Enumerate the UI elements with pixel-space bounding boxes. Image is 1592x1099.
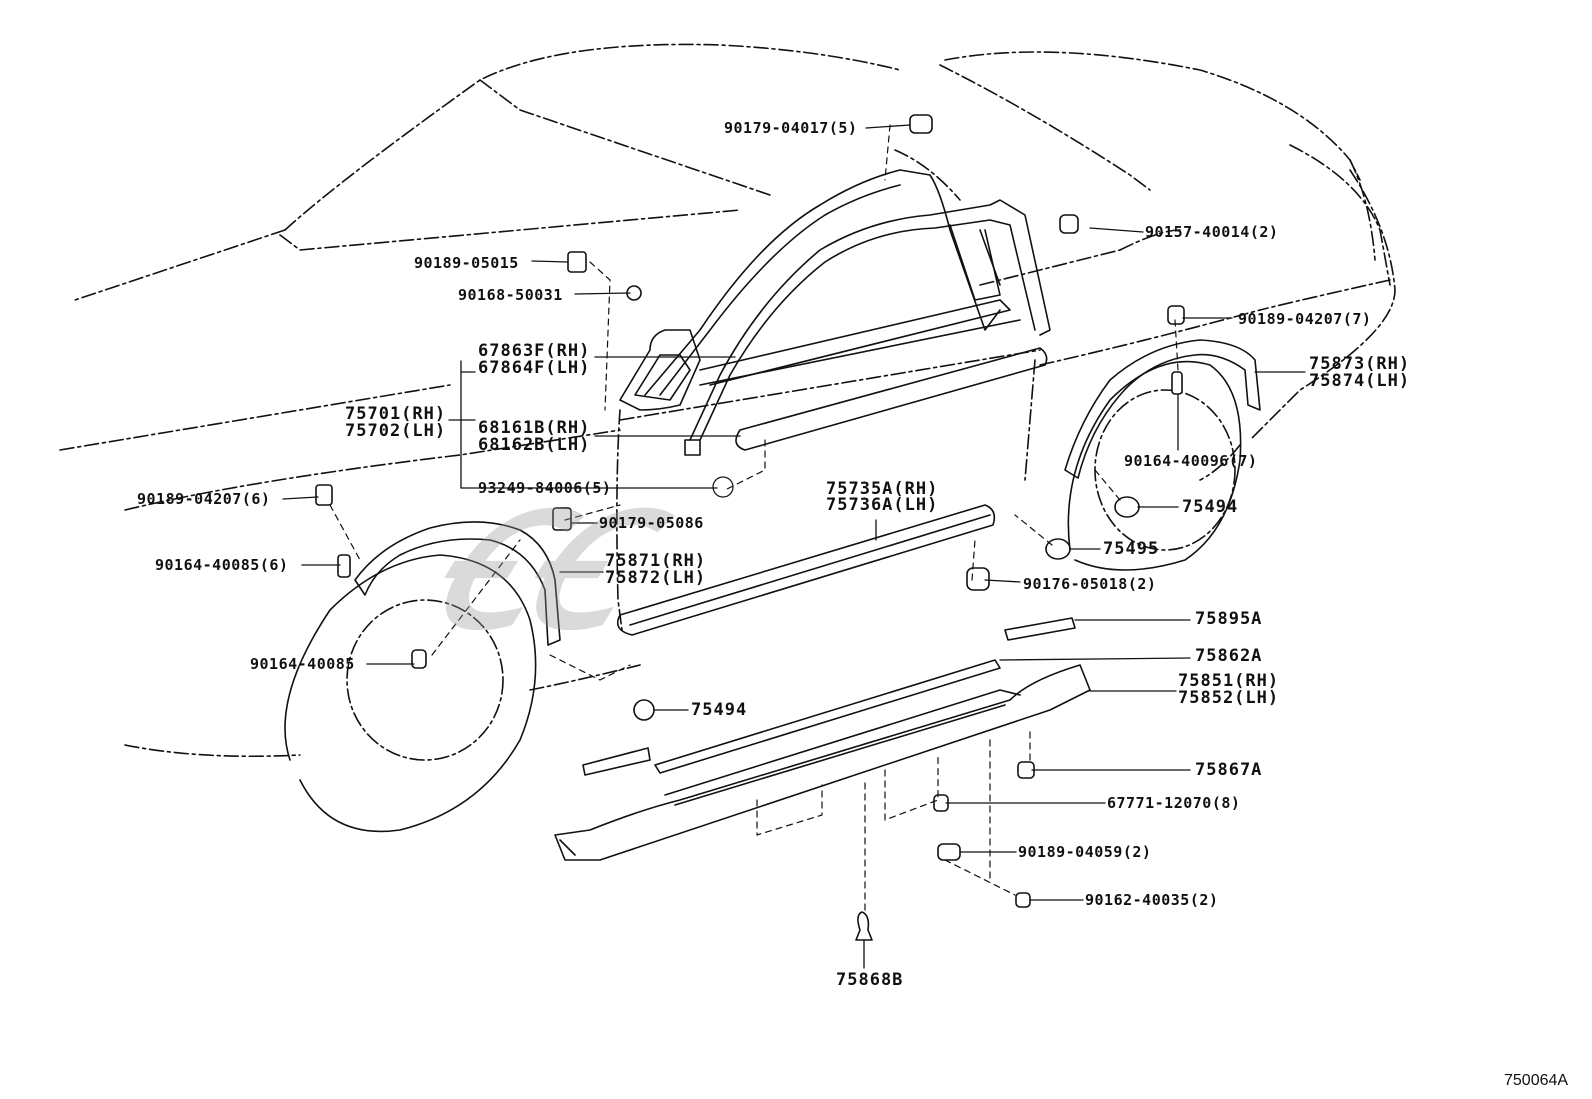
drawing-number: 750064A	[1504, 1072, 1569, 1089]
front-wheel	[284, 554, 537, 833]
part-label[interactable]: 75852(LH)	[1178, 688, 1280, 708]
part-label[interactable]: 93249-84006(5)	[478, 479, 612, 497]
part-label[interactable]: 90164-40085	[250, 655, 355, 673]
part-label[interactable]: 75868B	[836, 970, 904, 990]
dashed-guides	[329, 124, 1179, 911]
part-label[interactable]: 75872(LH)	[605, 568, 707, 588]
rocker-panel	[554, 664, 1091, 861]
part-label[interactable]: 90176-05018(2)	[1023, 575, 1157, 593]
part-label[interactable]: 90179-05086	[599, 514, 704, 532]
part-label[interactable]: 75874(LH)	[1309, 371, 1411, 391]
part-label[interactable]: 75851(RH)	[1178, 671, 1280, 691]
part-label[interactable]: 75494	[691, 700, 748, 720]
belt-moulding	[684, 347, 1048, 456]
part-label[interactable]: 75701(RH)	[345, 404, 447, 424]
part-label[interactable]: 90189-04207(7)	[1238, 310, 1372, 328]
part-label[interactable]: 75495	[1103, 539, 1160, 559]
part-label[interactable]: 90189-04207(6)	[137, 490, 271, 508]
part-label[interactable]: 75736A(LH)	[826, 495, 939, 515]
part-label[interactable]: 90162-40035(2)	[1085, 891, 1219, 909]
part-label[interactable]: 75871(RH)	[605, 551, 707, 571]
part-label[interactable]: 67771-12070(8)	[1107, 794, 1241, 812]
part-label[interactable]: 90157-40014(2)	[1145, 223, 1279, 241]
part-label[interactable]: 75702(LH)	[345, 421, 447, 441]
part-label[interactable]: 75862A	[1195, 646, 1263, 666]
rear-fender-flare	[1064, 339, 1261, 479]
part-label[interactable]: 75494	[1182, 497, 1239, 517]
part-label[interactable]: 75867A	[1195, 760, 1263, 780]
part-label[interactable]: 68162B(LH)	[478, 435, 591, 455]
part-label[interactable]: 90179-04017(5)	[724, 119, 858, 137]
window-frame	[619, 169, 1051, 441]
part-label[interactable]: 90168-50031	[458, 286, 563, 304]
part-label[interactable]: 75735A(RH)	[826, 479, 939, 499]
part-label[interactable]: 67864F(LH)	[478, 358, 591, 378]
door-protective-moulding	[616, 504, 996, 636]
part-label[interactable]: 90189-05015	[414, 254, 519, 272]
fastener-icons	[315, 114, 1185, 941]
part-label[interactable]: 75895A	[1195, 609, 1263, 629]
leader-lines	[282, 124, 1306, 969]
car-body-outline	[59, 43, 1396, 758]
part-label[interactable]: 75873(RH)	[1309, 354, 1411, 374]
part-label[interactable]: 68161B(RH)	[478, 418, 591, 438]
front-fender-flare	[354, 521, 561, 646]
part-label[interactable]: 90164-40096(7)	[1124, 452, 1258, 470]
rocker-strips	[582, 617, 1076, 776]
part-label[interactable]: 90189-04059(2)	[1018, 843, 1152, 861]
part-label[interactable]: 67863F(RH)	[478, 341, 591, 361]
part-label[interactable]: 90164-40085(6)	[155, 556, 289, 574]
